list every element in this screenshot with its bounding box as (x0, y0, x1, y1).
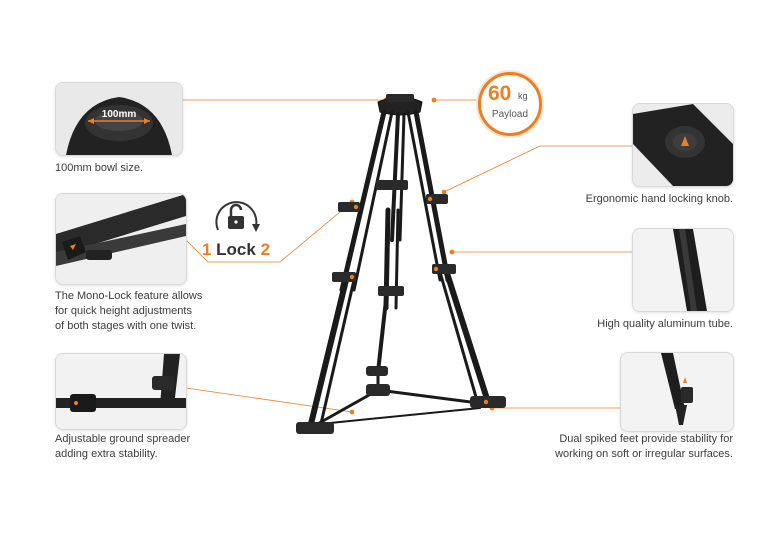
payload-value: 60 (488, 82, 512, 105)
mono-lock-thumbnail (55, 193, 187, 285)
bowl-photo: 100mm (56, 83, 182, 155)
tube-caption: High quality aluminum tube. (597, 318, 733, 330)
bowl-caption: 100mm bowl size. (55, 162, 144, 174)
mono-lock-text: 1 Lock 2 (196, 240, 276, 260)
spreader-thumbnail (55, 353, 187, 430)
spreader-photo (56, 354, 186, 429)
payload-badge: 60 kg Payload (478, 72, 542, 136)
knob-caption: Ergonomic hand locking knob. (585, 193, 733, 205)
payload-label: Payload (491, 109, 529, 120)
bowl-thumbnail: 100mm (55, 82, 183, 156)
spreader-caption: Adjustable ground spreader adding extra … (55, 432, 190, 462)
mono-lock-caption: The Mono-Lock feature allows for quick h… (55, 289, 202, 334)
feet-photo (621, 353, 733, 431)
knob-photo (633, 104, 733, 186)
feet-caption-line: Dual spiked feet provide stability for (559, 433, 733, 445)
bowl-inset-label: 100mm (102, 109, 137, 120)
feet-caption: Dual spiked feet provide stability for w… (555, 432, 733, 462)
knob-thumbnail (632, 103, 734, 187)
feet-thumbnail (620, 352, 734, 432)
lock-number-2: 2 (260, 240, 271, 259)
feet-caption-line: working on soft or irregular surfaces. (555, 448, 733, 460)
tube-thumbnail (632, 228, 734, 312)
unlock-rotate-icon (215, 201, 260, 232)
spreader-caption-line: adding extra stability. (55, 448, 158, 460)
tube-photo (633, 229, 733, 311)
mono-lock-caption-line: The Mono-Lock feature allows (55, 290, 203, 302)
mono-lock-caption-line: for quick height adjustments (55, 305, 192, 317)
payload-unit: kg (518, 91, 528, 101)
mono-lock-badge: 1 Lock 2 (196, 196, 276, 266)
mono-lock-photo (56, 194, 186, 284)
mono-lock-caption-line: of both stages with one twist. (55, 320, 197, 332)
tripod-illustration (296, 94, 506, 434)
spreader-caption-line: Adjustable ground spreader (55, 433, 191, 445)
lock-word: Lock (216, 240, 256, 259)
lock-number-1: 1 (201, 240, 212, 259)
